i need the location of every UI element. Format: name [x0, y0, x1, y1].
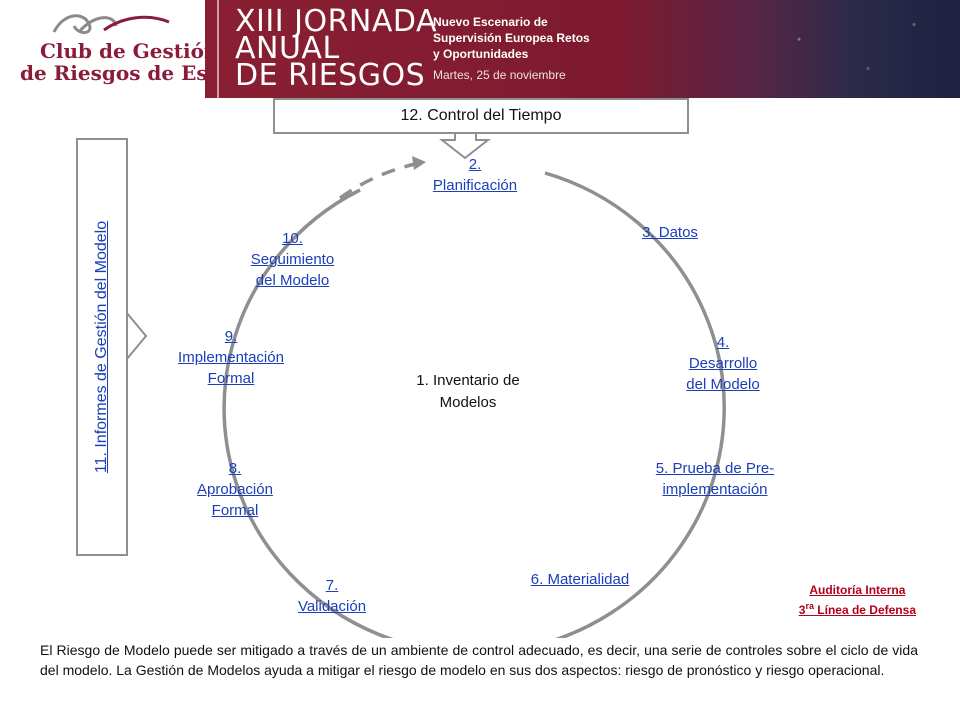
node-aprobacion-num: 8.	[228, 460, 242, 477]
audit-line2: 3ra Línea de Defensa	[798, 601, 916, 617]
event-title-line1: XIII JORNADA	[235, 4, 437, 39]
node-desarrollo-label: Desarrollo	[688, 355, 758, 372]
node-implementacion-num: 9.	[224, 328, 238, 345]
node-validacion-num: 7.	[325, 577, 339, 594]
inventory-line2: Modelos	[439, 394, 497, 411]
event-subtitle-line3: y Oportunidades	[433, 47, 529, 61]
node-desarrollo-label2: del Modelo	[686, 376, 760, 393]
event-title: XIII JORNADA ANUAL DE RIESGOS	[235, 4, 437, 93]
banner-divider	[217, 0, 219, 98]
footer-paragraph: El Riesgo de Modelo puede ser mitigado a…	[40, 642, 918, 678]
node-validacion[interactable]: 7. Validación	[282, 575, 382, 617]
event-title-line3: DE RIESGOS	[235, 58, 426, 93]
node-seguimiento-label: Seguimiento	[250, 251, 335, 268]
logo-text-line2: de Riesgos de España	[20, 61, 263, 85]
club-logo: Club de Gestión de Riesgos de España	[0, 0, 262, 98]
node-aprobacion-label2: Formal	[211, 502, 259, 519]
node-planificacion[interactable]: 2. Planificación	[420, 154, 530, 196]
control-time-label: 12. Control del Tiempo	[400, 107, 562, 124]
arrow-head-icon	[412, 156, 426, 170]
node-materialidad[interactable]: 6. Materialidad	[510, 569, 650, 590]
control-time-box: 12. Control del Tiempo	[273, 98, 689, 134]
event-date: Martes, 25 de noviembre	[433, 68, 566, 82]
node-planificacion-label: Planificación	[432, 177, 518, 194]
node-desarrollo[interactable]: 4. Desarrollo del Modelo	[668, 332, 778, 395]
audit-line1: Auditoría Interna	[809, 583, 906, 597]
management-reports-box: 11. Informes de Gestión del Modelo	[76, 138, 128, 556]
node-seguimiento-num: 10.	[282, 230, 303, 247]
event-subtitle-line2: Supervisión Europea Retos	[433, 31, 590, 45]
lifecycle-circle	[222, 171, 726, 638]
node-implementacion-label: Implementación	[178, 349, 284, 366]
node-aprobacion-label: Aprobación	[197, 481, 273, 498]
night-sky-image	[730, 0, 960, 98]
inventory-center-label: 1. Inventario de Modelos	[388, 370, 548, 414]
logo-wave-icon	[52, 14, 170, 34]
node-planificacion-num: 2.	[468, 156, 482, 173]
event-banner: XIII JORNADA ANUAL DE RIESGOS Nuevo Esce…	[205, 0, 960, 98]
node-prueba[interactable]: 5. Prueba de Pre- implementación	[630, 458, 800, 500]
node-materialidad-label: 6. Materialidad	[530, 571, 630, 588]
node-seguimiento[interactable]: 10. Seguimiento del Modelo	[235, 228, 350, 291]
node-validacion-label: Validación	[297, 598, 367, 615]
node-seguimiento-label2: del Modelo	[255, 272, 330, 289]
node-implementacion[interactable]: 9. Implementación Formal	[156, 326, 306, 389]
event-subtitle-line1: Nuevo Escenario de	[433, 15, 548, 29]
node-prueba-label: 5. Prueba de Pre-	[655, 460, 775, 477]
node-desarrollo-num: 4.	[716, 334, 730, 351]
model-lifecycle-diagram: 12. Control del Tiempo 11. Informes de G…	[0, 98, 960, 638]
node-datos[interactable]: 3. Datos	[625, 222, 715, 243]
event-subtitle: Nuevo Escenario de Supervisión Europea R…	[433, 14, 590, 62]
internal-audit-note: Auditoría Interna 3ra Línea de Defensa	[799, 582, 916, 618]
logo-text-line1: Club de Gestión	[40, 39, 219, 63]
lifecycle-dashed-return	[338, 162, 416, 200]
node-aprobacion[interactable]: 8. Aprobación Formal	[180, 458, 290, 521]
node-prueba-label2: implementación	[662, 481, 768, 498]
event-title-line2: ANUAL	[235, 31, 340, 66]
header-banner: Club de Gestión de Riesgos de España XII…	[0, 0, 960, 98]
node-implementacion-label2: Formal	[207, 370, 255, 387]
node-datos-label: 3. Datos	[642, 224, 698, 241]
management-reports-link[interactable]: 11. Informes de Gestión del Modelo	[93, 220, 110, 474]
inventory-line1: 1. Inventario de	[416, 372, 520, 389]
